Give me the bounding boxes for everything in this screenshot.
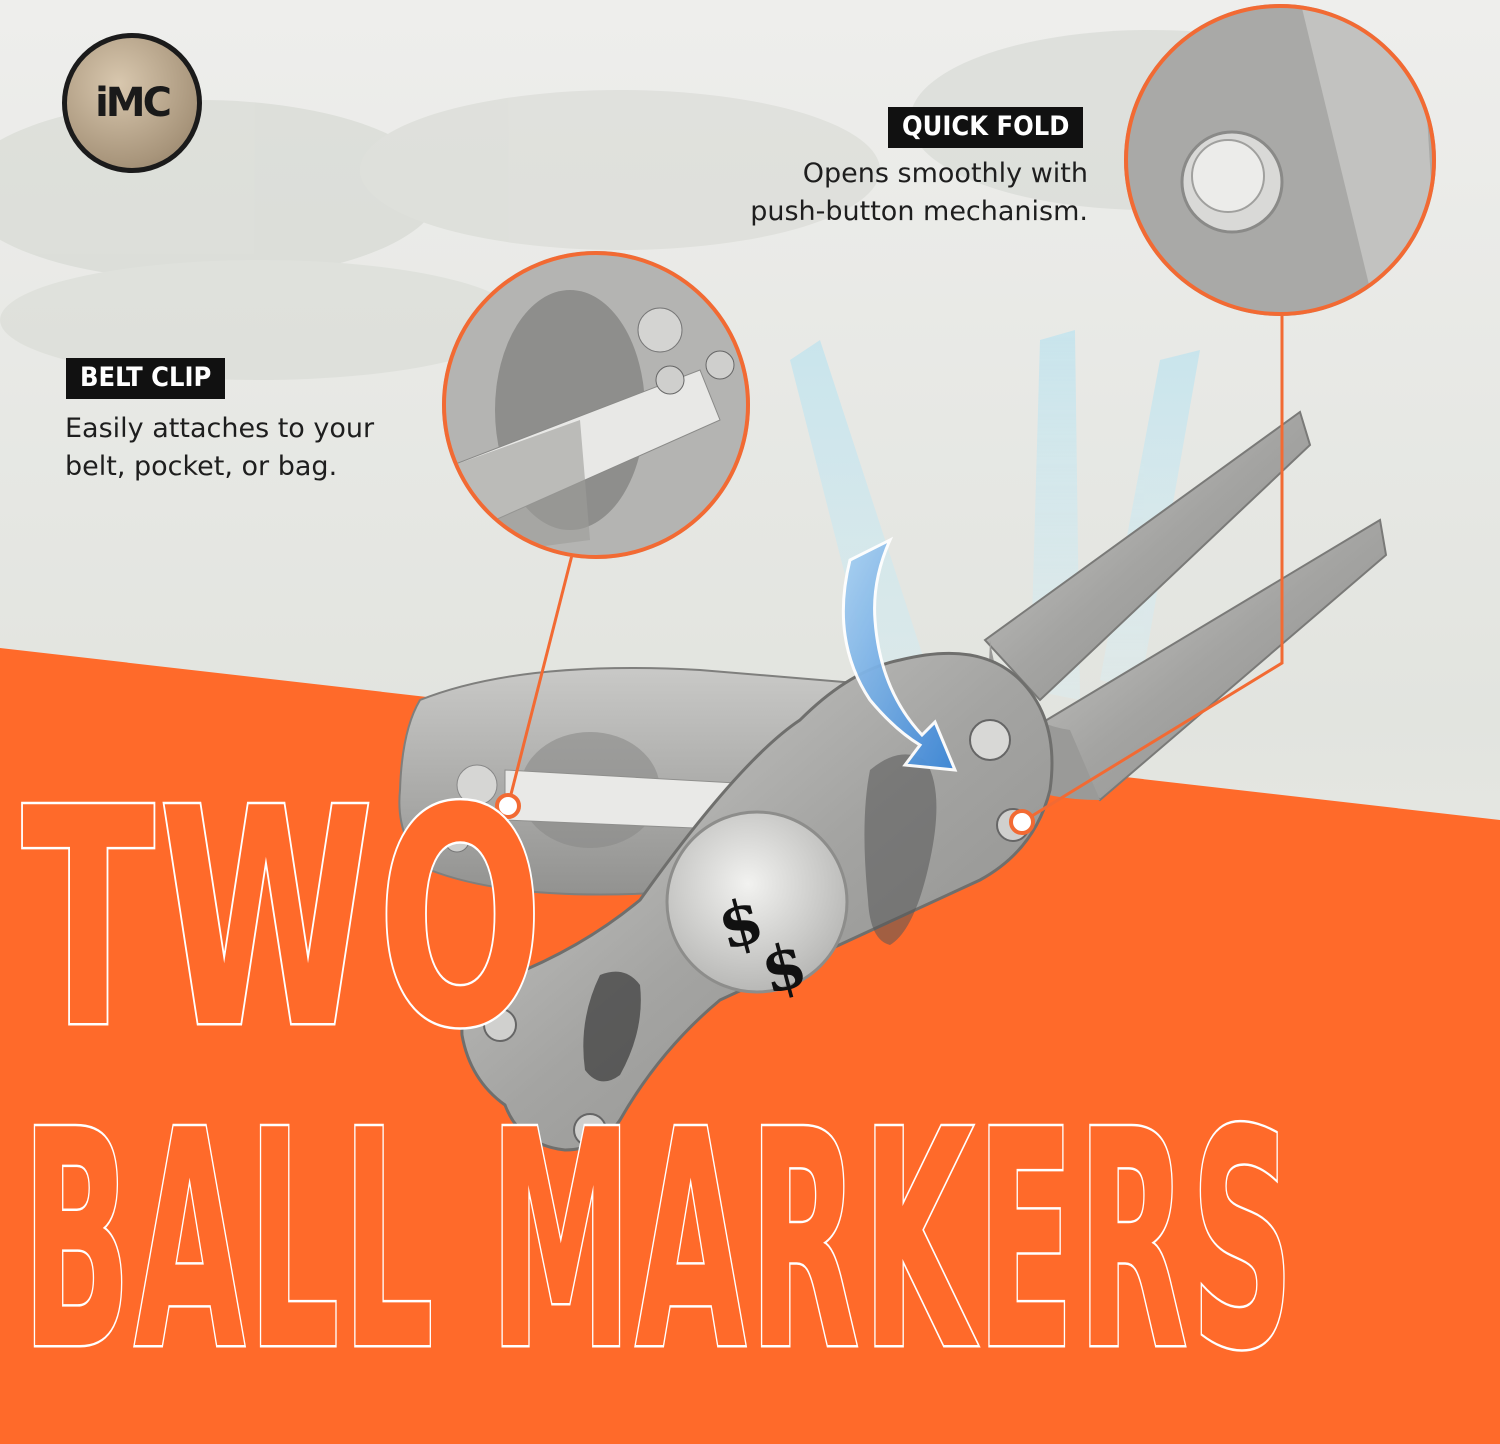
belt-clip-line-2: belt, pocket, or bag. <box>65 451 338 482</box>
headline-line-1: TWO <box>20 745 548 1094</box>
quick-fold-description: Opens smoothly with push-button mechanis… <box>750 155 1088 231</box>
belt-clip-tag: BELT CLIP <box>66 358 226 399</box>
divot-tool-body <box>460 651 1054 1152</box>
logo-text: iMC <box>95 80 172 126</box>
quick-fold-zoom <box>1124 4 1436 316</box>
imc-logo: iMC <box>62 33 202 173</box>
quick-fold-line-2: push-button mechanism. <box>750 196 1088 227</box>
belt-clip-pointer <box>495 793 521 819</box>
callout-leaders <box>506 314 1284 824</box>
belt-clip-zoom <box>442 251 750 559</box>
headline-line-2: BALL MARKERS <box>21 1067 1297 1416</box>
orange-band <box>0 648 1500 1444</box>
quick-fold-line-1: Opens smoothly with <box>802 158 1088 189</box>
fold-arrow-icon <box>841 536 958 772</box>
quick-fold-tag: QUICK FOLD <box>888 107 1084 148</box>
belt-clip-line-1: Easily attaches to your <box>65 413 375 444</box>
quick-fold-pointer <box>1009 809 1035 835</box>
belt-clip-description: Easily attaches to your belt, pocket, or… <box>65 410 374 486</box>
